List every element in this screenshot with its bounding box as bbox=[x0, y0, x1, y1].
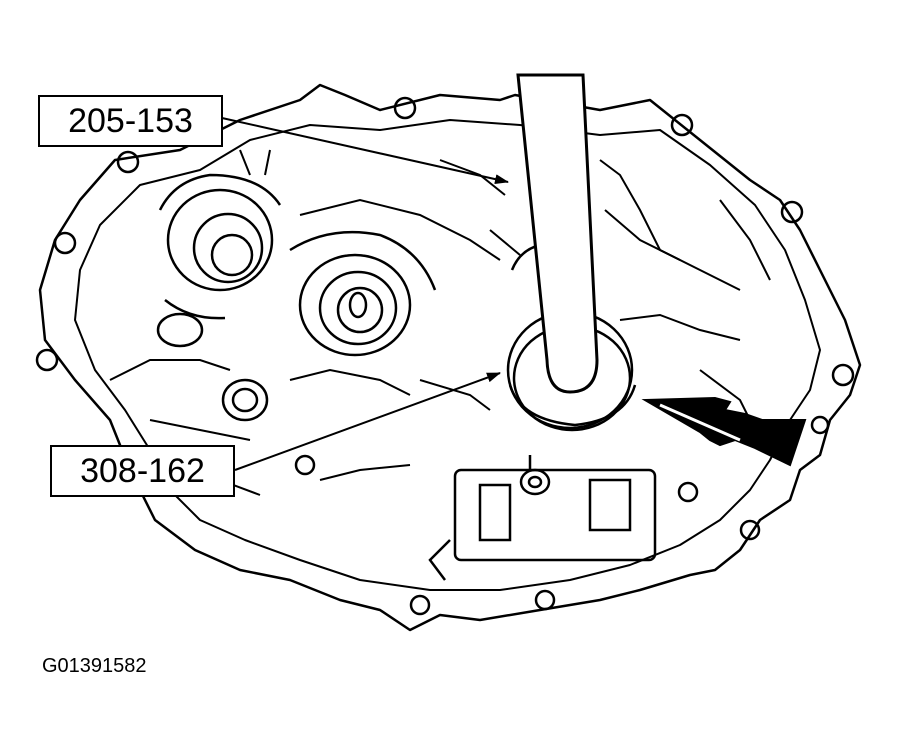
small-boss bbox=[156, 312, 269, 422]
callout-308-162: 308-162 bbox=[50, 445, 235, 497]
tool-handle bbox=[516, 73, 599, 394]
bolt-holes bbox=[35, 96, 855, 616]
leader-308-162 bbox=[234, 372, 501, 471]
leader-205-153 bbox=[221, 117, 509, 185]
internal-ribs bbox=[109, 149, 771, 496]
callout-205-153: 205-153 bbox=[38, 95, 223, 147]
center-shaft-bore bbox=[289, 230, 437, 357]
seal-location-arrow bbox=[641, 396, 807, 467]
figure-id: G01391582 bbox=[42, 655, 147, 677]
lower-bracket bbox=[428, 455, 657, 581]
left-bearing-bore bbox=[158, 173, 282, 320]
housing-outline bbox=[38, 83, 862, 632]
housing-inner-outline bbox=[74, 119, 821, 591]
